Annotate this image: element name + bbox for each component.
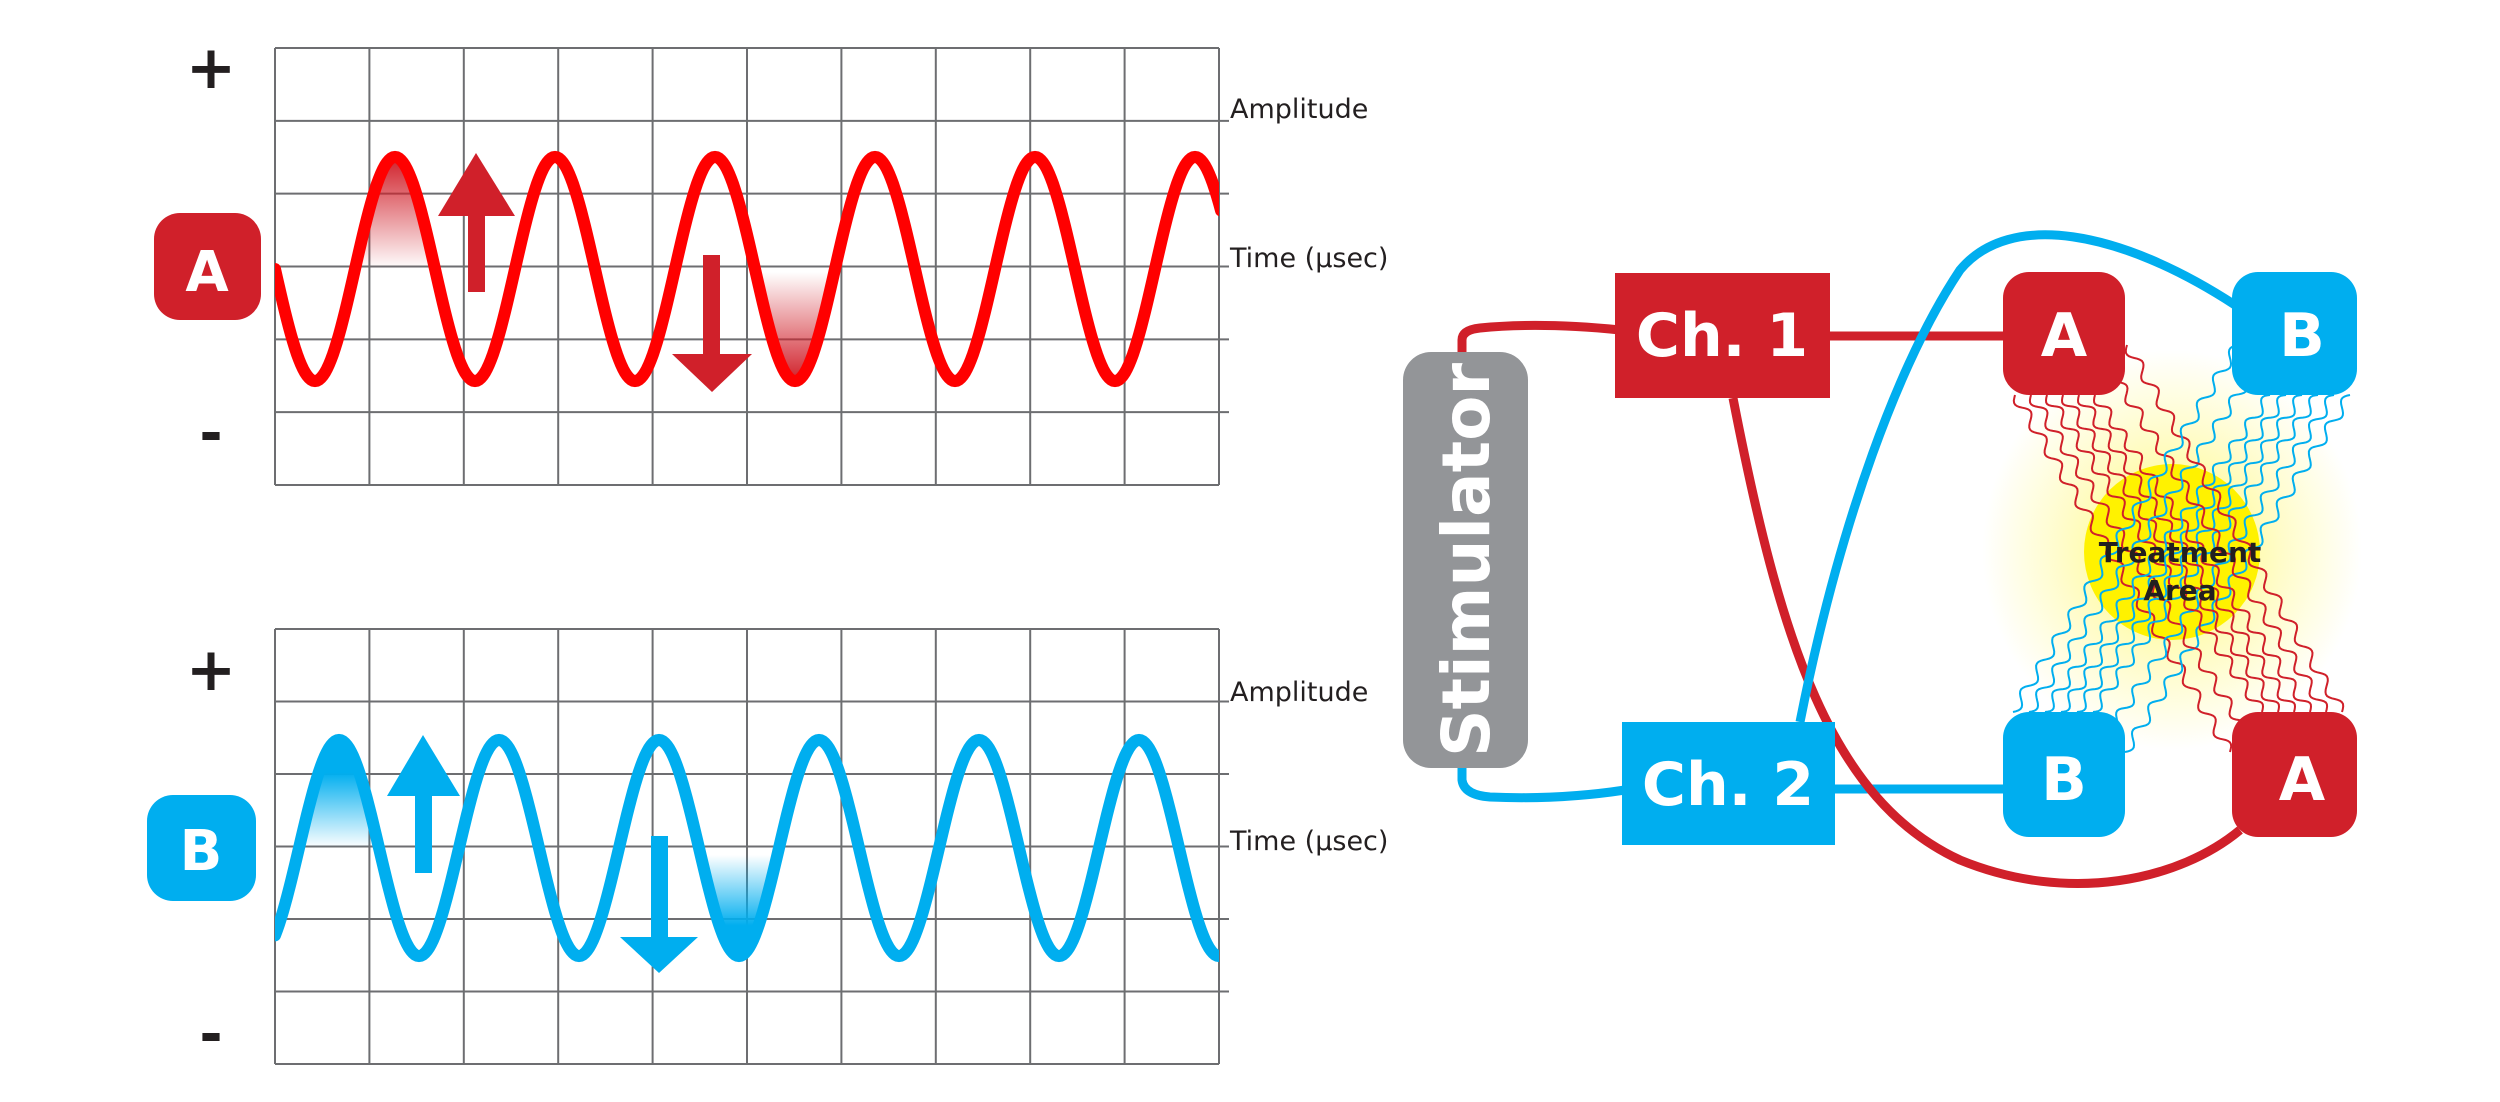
plus-sign: + — [186, 33, 236, 103]
cable-ch2-b-top — [1795, 230, 2238, 723]
waveform-b — [275, 733, 1219, 963]
time-label: Time (µsec) — [1229, 826, 1388, 857]
stimulator-label: Stimulator — [1428, 363, 1505, 758]
amplitude-label: Amplitude — [1230, 677, 1368, 708]
channel-b-badge: B — [147, 795, 256, 901]
cable-stim-ch1 — [1457, 320, 1621, 355]
electrode-a-top: A — [2003, 272, 2125, 395]
electrode-label: A — [2041, 301, 2088, 371]
channel-2-label: Ch. 2 — [1642, 750, 1814, 820]
channel-2-box: Ch. 2 — [1622, 722, 1835, 845]
negative-lobe-shade-a — [755, 272, 835, 381]
electrode-label: B — [2279, 301, 2325, 371]
channel-a-badge: A — [154, 213, 261, 320]
down-arrow-icon — [620, 836, 698, 973]
cable-ch1-a-bottom — [1728, 397, 2243, 888]
down-arrow-icon — [672, 255, 752, 392]
treatment-area-label-line2: Area — [2143, 574, 2216, 607]
chart-channel-b: + - B Amplitude Time (µsec) — [147, 628, 1388, 1067]
electrode-b-top: B — [2232, 272, 2357, 395]
channel-1-label: Ch. 1 — [1636, 301, 1808, 371]
treatment-area-label-line1: Treatment — [2099, 536, 2262, 569]
current-field-lines — [2012, 344, 2351, 753]
electrode-label: A — [2279, 745, 2326, 815]
up-arrow-icon — [438, 153, 515, 292]
stimulator-diagram: Stimulator Ch. 1 Ch. 2 A B B A Treatment — [1403, 230, 2362, 888]
positive-lobe-shade-b — [299, 740, 379, 848]
electrode-a-bottom: A — [2232, 712, 2357, 837]
channel-1-box: Ch. 1 — [1615, 273, 1830, 398]
minus-sign: - — [199, 401, 222, 466]
electrode-label: B — [2041, 745, 2087, 815]
negative-lobe-shade-b — [699, 855, 779, 956]
up-arrow-icon — [387, 735, 460, 873]
time-label: Time (µsec) — [1229, 243, 1388, 274]
stimulator-box: Stimulator — [1403, 352, 1528, 768]
positive-lobe-shade-a — [355, 157, 435, 269]
badge-label: B — [180, 819, 223, 884]
electrode-b-bottom: B — [2003, 712, 2125, 837]
plus-sign: + — [186, 635, 236, 705]
amplitude-label: Amplitude — [1230, 94, 1368, 125]
treatment-area-circle — [2084, 464, 2260, 640]
cable-stim-ch2 — [1457, 765, 1626, 803]
badge-label: A — [185, 240, 229, 305]
minus-sign: - — [199, 1002, 222, 1067]
waveform-a — [275, 150, 1219, 388]
chart-channel-a: + - A Amplitude Time (µsec) — [154, 33, 1388, 486]
grid-a — [274, 47, 1229, 486]
